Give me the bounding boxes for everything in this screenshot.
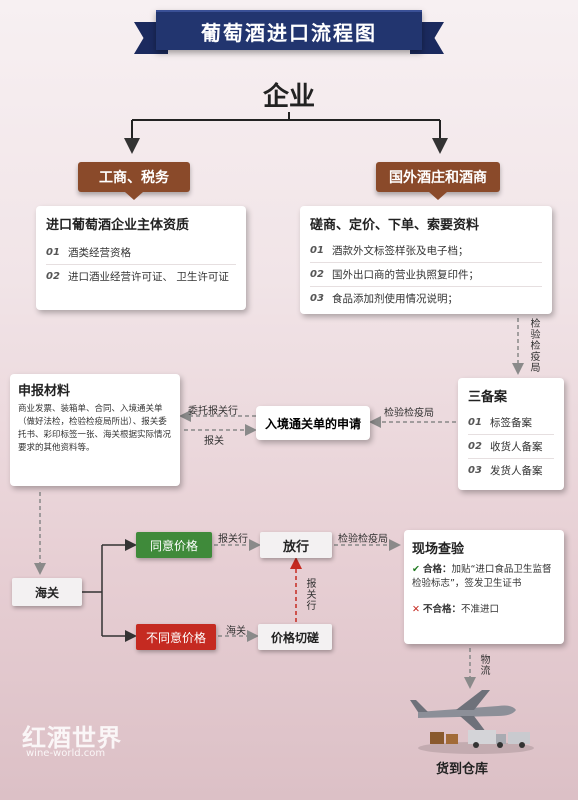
watermark-logo: 红酒世界 <box>22 724 122 752</box>
onsite-title: 现场查验 <box>412 542 465 557</box>
card-enterprise-title: 进口葡萄酒企业主体资质 <box>46 218 190 233</box>
label-logistics: 物流 <box>478 654 489 676</box>
label-customs-red: 海关 <box>226 626 246 637</box>
materials-title: 申报材料 <box>18 384 71 399</box>
agree-price-badge: 同意价格 <box>136 532 212 558</box>
page-title: 葡萄酒进口流程图 <box>156 10 422 50</box>
disagree-price-badge: 不同意价格 <box>136 624 216 650</box>
label-broker-vertical: 报关行 <box>304 578 315 611</box>
company-heading: 企业 <box>262 82 315 112</box>
tag-business-tax: 工商、税务 <box>78 162 190 200</box>
cargo-icon <box>430 732 458 744</box>
truck-icon <box>468 730 530 748</box>
label-inspection-vertical: 检验检疫局 <box>528 318 539 373</box>
tag-foreign-winery: 国外酒庄和酒商 <box>376 162 500 200</box>
onsite-fail: ✕ 不合格：不准进口 <box>412 604 500 615</box>
label-delegate-broker: 委托报关行 <box>188 406 238 417</box>
materials-text: 商业发票、装箱单、合同、入境通关单（做好法检，检验检疫局所出）、报关委托书、彩印… <box>18 404 172 453</box>
cross-icon: ✕ <box>412 604 420 615</box>
watermark-url: wine-world.com <box>26 748 106 759</box>
customs-box: 海关 <box>12 578 82 606</box>
filing-title: 三备案 <box>468 390 508 405</box>
label-inspection-release: 检验检疫局 <box>338 534 388 545</box>
card-onsite-inspection: 现场查验 ✔ 合格：加贴“进口食品卫生监督检验标志”，签发卫生证书 ✕ 不合格：… <box>404 530 564 644</box>
onsite-pass: ✔ 合格：加贴“进口食品卫生监督检验标志”，签发卫生证书 <box>412 564 552 589</box>
release-box: 放行 <box>260 532 332 558</box>
label-inspection-horizontal: 检验检疫局 <box>384 408 434 419</box>
airplane-truck-illustration <box>410 690 534 754</box>
card-declaration-materials: 申报材料 商业发票、装箱单、合同、入境通关单（做好法检，检验检疫局所出）、报关委… <box>10 374 180 486</box>
warehouse-label: 货到仓库 <box>436 762 489 777</box>
price-negotiation-box: 价格切磋 <box>258 624 332 650</box>
card-negotiation-title: 磋商、定价、下单、索要资料 <box>310 218 480 233</box>
entry-clearance-application: 入境通关单的申请 <box>256 406 370 440</box>
label-broker: 报关行 <box>218 534 248 545</box>
check-icon: ✔ <box>412 564 420 575</box>
airplane-icon <box>410 690 516 732</box>
label-declare: 报关 <box>204 436 224 447</box>
